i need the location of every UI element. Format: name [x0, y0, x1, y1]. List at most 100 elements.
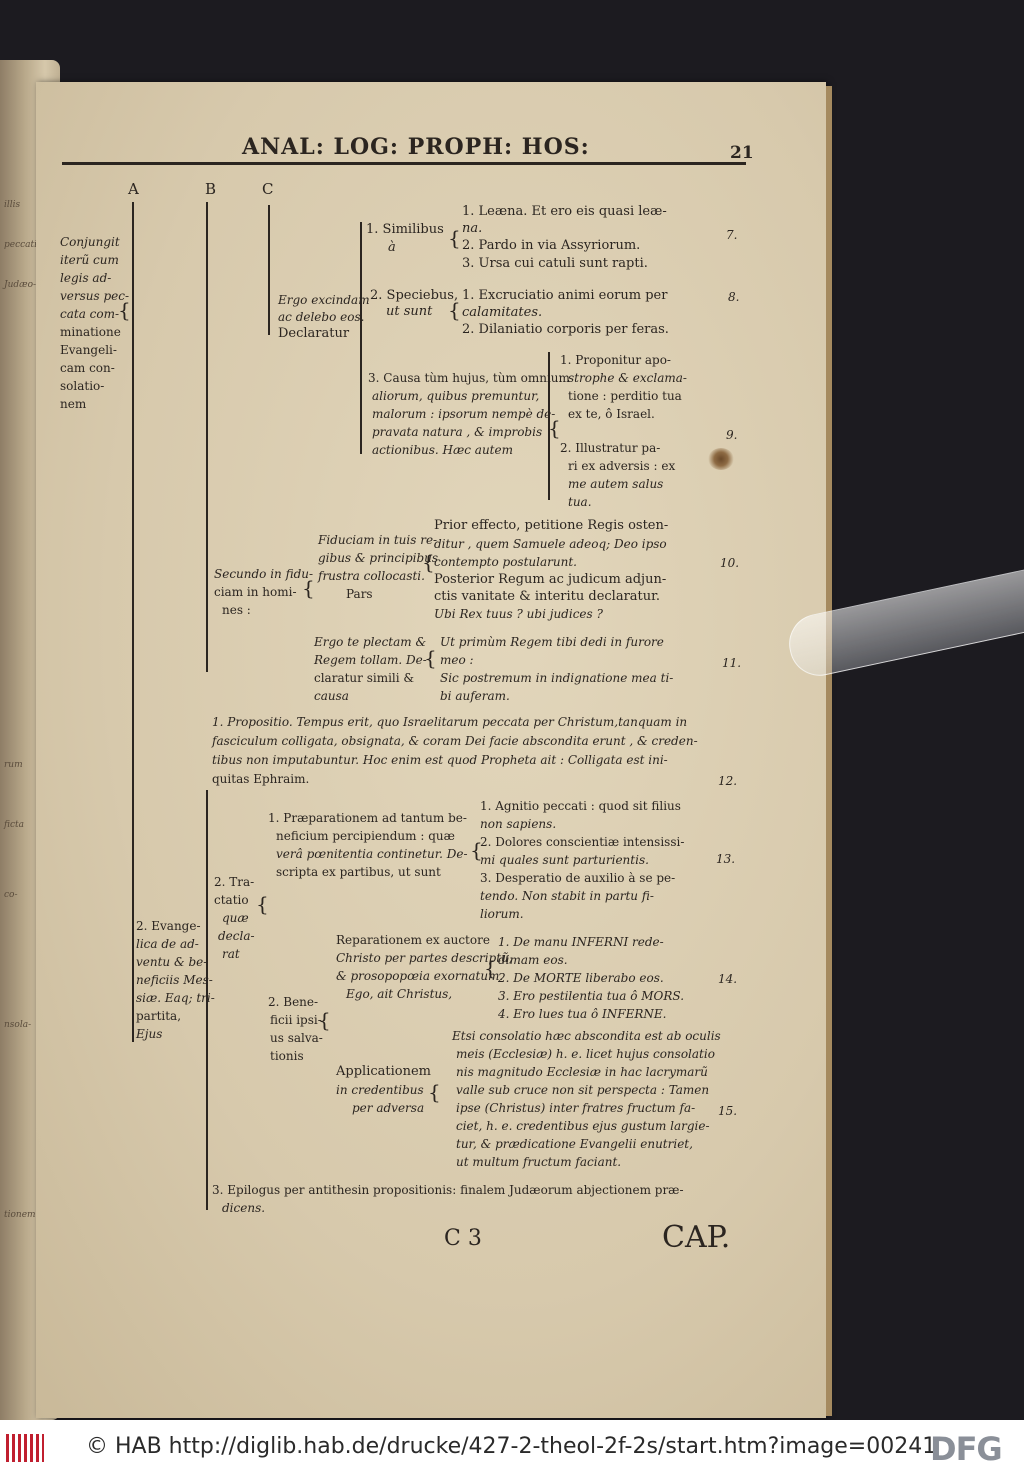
tractatio-line: quæ	[222, 911, 249, 925]
brace-glyph: {	[548, 416, 561, 440]
block2-b-line: ciam in homi-	[214, 585, 297, 599]
causa-1-line: ex te, ô Israel.	[568, 407, 655, 421]
verse-number: 11.	[722, 656, 742, 670]
facing-page-fragment: Judæo-	[4, 280, 37, 290]
propositio-line: quitas Ephraim.	[212, 772, 310, 786]
praep-item: non sapiens.	[480, 817, 557, 831]
benef-line: us salva-	[270, 1031, 323, 1045]
speciebus-label: 2. Speciebus,	[370, 288, 459, 303]
bracket-line-b2	[206, 790, 208, 1210]
applic-item: valle sub cruce non sit perspecta : Tame…	[456, 1083, 710, 1097]
block3-b-line: siæ. Eaq; tri-	[136, 991, 215, 1005]
causa-line: pravata natura , & improbis	[372, 425, 543, 439]
block3-b-line: neficiis Mes-	[136, 973, 213, 987]
col-a-line: nem	[60, 397, 87, 411]
facing-page-fragment: ficta	[4, 820, 25, 830]
col-a-line: legis ad-	[60, 271, 112, 285]
brace-glyph: {	[448, 298, 461, 322]
col-a-line: minatione	[60, 325, 121, 339]
repar-line: Ego, ait Christus,	[346, 987, 453, 1001]
bracket-line-c-sub	[360, 222, 362, 454]
repar-item: 3. Ero pestilentia tua ô MORS.	[498, 989, 685, 1003]
header-rule	[62, 162, 746, 165]
verse-number: 12.	[718, 774, 738, 788]
block2-c1-line: Fiduciam in tuis re-	[318, 533, 438, 547]
epilogus-line: 3. Epilogus per antithesin propositionis…	[212, 1183, 684, 1197]
block3-b-line: 2. Evange-	[136, 919, 201, 933]
viewer-credit-bar: © HAB http://diglib.hab.de/drucke/427-2-…	[0, 1420, 1024, 1476]
signature-mark: C 3	[444, 1226, 482, 1251]
speciebus-item: 1. Excruciatio animi eorum per	[462, 288, 668, 303]
block3-b-line: lica de ad-	[136, 937, 199, 951]
running-header: ANAL: LOG: PROPH: HOS:	[242, 134, 590, 160]
page-number: 21	[730, 143, 754, 163]
applic-item: ipse (Christus) inter fratres fructum fa…	[456, 1101, 696, 1115]
applic-item: Etsi consolatio hæc abscondita est ab oc…	[452, 1029, 721, 1043]
brace-glyph: {	[428, 1080, 441, 1104]
praep-line: neficium percipiendum : quæ	[276, 829, 455, 843]
causa-2-line: 2. Illustratur pa-	[560, 441, 661, 455]
bracket-line-c	[268, 205, 270, 335]
facing-page-fragment: nsola-	[4, 1020, 32, 1030]
hab-logo-icon	[6, 1434, 44, 1462]
repar-item: 2. De MORTE liberabo eos.	[498, 971, 664, 985]
col-a-line: cata com-	[60, 307, 120, 321]
block3-b-line: partita,	[136, 1009, 182, 1023]
causa-1-line: strophe & exclama-	[568, 371, 687, 385]
causa-line: malorum : ipsorum nempè de-	[372, 407, 556, 421]
brace-glyph: {	[302, 576, 315, 600]
block2-c1-item: contempto postularunt.	[434, 555, 577, 569]
column-letter-b: B	[205, 180, 217, 198]
praep-line: scripta ex partibus, ut sunt	[276, 865, 441, 879]
brace-glyph: {	[118, 298, 131, 322]
brace-glyph: {	[422, 550, 435, 574]
praep-line: 1. Præparationem ad tantum be-	[268, 811, 467, 825]
verse-number: 15.	[718, 1104, 738, 1118]
causa-line: aliorum, quibus premuntur,	[372, 389, 540, 403]
causa-1-line: tione : perditio tua	[568, 389, 682, 403]
propositio-line: fasciculum colligata, obsignata, & coram…	[212, 734, 698, 748]
facing-page-fragment: illis	[4, 200, 21, 210]
block2-c2-item: Sic postremum in indignatione mea ti-	[440, 671, 674, 685]
similibus-item: na.	[462, 221, 483, 236]
propositio-line: tibus non imputabuntur. Hoc enim est quo…	[212, 753, 668, 767]
block2-c2-item: Ut primùm Regem tibi dedi in furore	[440, 635, 664, 649]
brace-glyph: {	[318, 1008, 331, 1032]
column-letter-a: A	[128, 180, 139, 198]
repar-item: 1. De manu INFERNI rede-	[498, 935, 664, 949]
block2-c2-line: Ergo te plectam &	[314, 635, 427, 649]
bracket-line-causa	[548, 352, 550, 500]
causa-line: 3. Causa tùm hujus, tùm omnium	[368, 371, 570, 385]
similibus-item: 1. Leæna. Et ero eis quasi leæ-	[462, 204, 667, 219]
block2-c1-line: Pars	[346, 587, 373, 601]
applic-item: ciet, h. e. credentibus ejus gustum larg…	[456, 1119, 710, 1133]
applic-item: meis (Ecclesiæ) h. e. licet hujus consol…	[456, 1047, 715, 1061]
brace-glyph: {	[448, 226, 461, 250]
catchword: CAP.	[662, 1220, 731, 1255]
applic-item: nis magnitudo Ecclesiæ in hac lacrymarũ	[456, 1065, 708, 1079]
tractatio-line: ctatio	[214, 893, 249, 907]
similibus-label: à	[388, 240, 396, 255]
praep-item: 2. Dolores conscientiæ intensissi-	[480, 835, 685, 849]
block2-c1-item: ctis vanitate & interitu declaratur.	[434, 589, 661, 604]
similibus-label: 1. Similibus	[366, 222, 444, 237]
causa-1-line: 1. Proponitur apo-	[560, 353, 671, 367]
brace-glyph: {	[256, 892, 269, 916]
facing-page-fragment: tionem	[4, 1210, 36, 1220]
brace-glyph: {	[424, 646, 437, 670]
credit-url[interactable]: © HAB http://diglib.hab.de/drucke/427-2-…	[86, 1434, 937, 1459]
ink-stain	[708, 448, 734, 470]
tractatio-line: rat	[222, 947, 240, 961]
block3-b-line: ventu & be-	[136, 955, 208, 969]
applic-line: in credentibus	[336, 1083, 424, 1097]
block2-b-line: Secundo in fidu-	[214, 567, 314, 581]
col-a-line: solatio-	[60, 379, 105, 393]
applic-line: per adversa	[352, 1101, 425, 1115]
block2-c1-item: Prior effecto, petitione Regis osten-	[434, 518, 669, 533]
praep-line: verâ pœnitentia continetur. De-	[276, 847, 468, 861]
praep-item: tendo. Non stabit in partu fi-	[480, 889, 654, 903]
block2-c1-line: gibus & principibus	[318, 551, 439, 565]
brace-glyph: {	[470, 838, 483, 862]
block2-c1-line: frustra collocasti.	[318, 569, 425, 583]
benef-line: ficii ipsi-	[270, 1013, 322, 1027]
